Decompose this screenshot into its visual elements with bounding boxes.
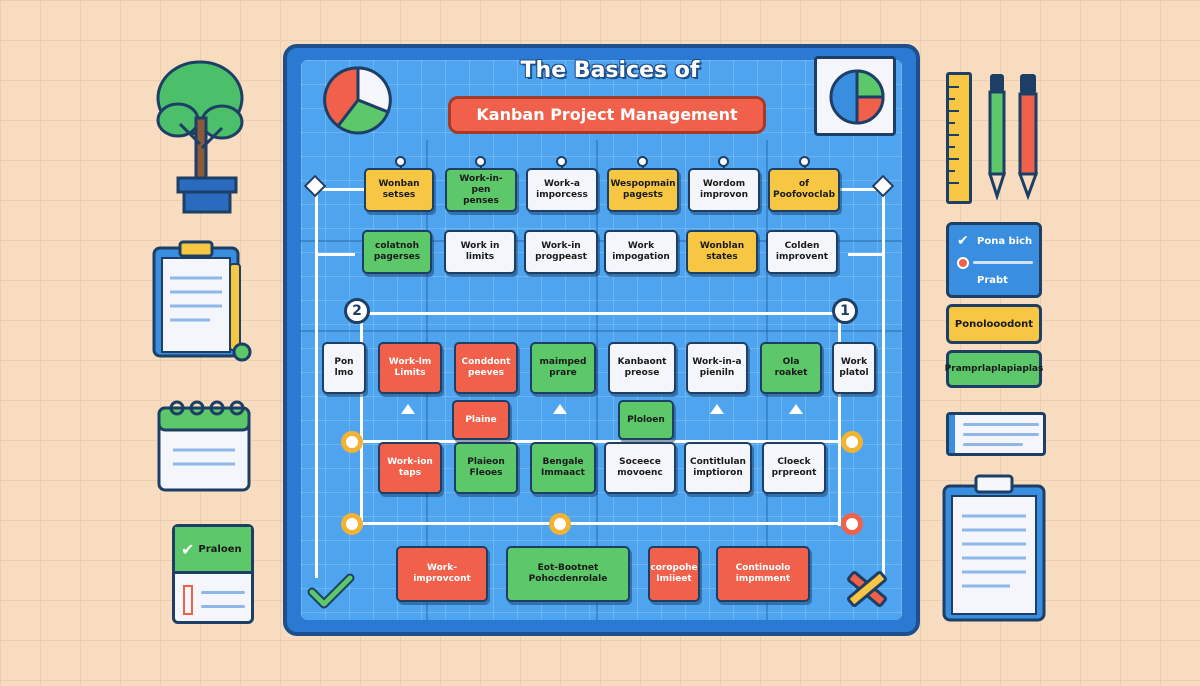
flow-node-icon	[341, 431, 363, 453]
pin-icon	[395, 156, 406, 167]
checklist-header: ✔ Praloen	[175, 527, 251, 574]
clipboard-icon	[150, 238, 260, 370]
kanban-card[interactable]: Work-in-a pieniln	[686, 342, 748, 394]
board-surface	[301, 60, 902, 620]
arrow-up-icon	[401, 404, 415, 414]
kanban-card[interactable]: Contitlulan imptioron	[684, 442, 752, 494]
kanban-card[interactable]: Kanbaont preose	[608, 342, 676, 394]
kanban-card[interactable]: Bengale Immaact	[530, 442, 596, 494]
kanban-card[interactable]: Wonblan states	[686, 230, 758, 274]
kanban-card[interactable]: Work-ion taps	[378, 442, 442, 494]
ruler-icon	[946, 72, 972, 204]
checkbox-icon	[183, 585, 193, 615]
kanban-card[interactable]: Work-a imporcess	[526, 168, 598, 212]
kanban-card[interactable]: Ploloen	[618, 400, 674, 440]
kanban-card[interactable]: Work- improvcont	[396, 546, 488, 602]
kanban-card[interactable]: Work-in-pen penses	[445, 168, 517, 212]
flow-node-icon	[841, 431, 863, 453]
flow-node-icon	[841, 513, 863, 535]
kanban-board	[283, 44, 920, 636]
kanban-card[interactable]: Conddont peeves	[454, 342, 518, 394]
note-strip	[946, 412, 1046, 456]
step-number-1: 1	[832, 298, 858, 324]
board-title: The Basices of	[520, 58, 700, 83]
calendar-icon	[155, 398, 255, 494]
checklist-card: ✔ Praloen	[172, 524, 254, 624]
kanban-card[interactable]: Wonban setses	[364, 168, 434, 212]
flow-node-icon	[341, 513, 363, 535]
board-subtitle-banner: Kanban Project Management	[448, 96, 766, 134]
pin-icon	[475, 156, 486, 167]
pin-icon	[718, 156, 729, 167]
kanban-card[interactable]: of Poofovoclab	[768, 168, 840, 212]
pin-icon	[556, 156, 567, 167]
task-card-yellow: Ponolooodont	[946, 304, 1042, 344]
kanban-card[interactable]: Cloeck prpreont	[762, 442, 826, 494]
kanban-card[interactable]: Ola roaket	[760, 342, 822, 394]
check-icon: ✔	[957, 233, 969, 249]
pie-chart-icon	[320, 62, 396, 138]
pin-icon	[799, 156, 810, 167]
task-card-subtitle: Prabt	[977, 275, 1008, 286]
task-card-label: Ponolooodont	[954, 318, 1034, 330]
step-number-2: 2	[344, 298, 370, 324]
arrow-up-icon	[553, 404, 567, 414]
kanban-card[interactable]: Colden improvent	[766, 230, 838, 274]
kanban-card[interactable]: Eot-Bootnet Pohocdenrolale	[506, 546, 630, 602]
task-card-green: Pramprlaplapiaplas	[944, 350, 1044, 388]
pie-chart-panel-icon	[814, 56, 896, 136]
kanban-card[interactable]: Plaieon Fleoes	[454, 442, 518, 494]
task-card-title: Pona bich	[977, 236, 1033, 247]
red-pen-icon	[1016, 70, 1040, 201]
kanban-card[interactable]: coropohe Imiieet	[648, 546, 700, 602]
task-card-label: Pramprlaplapiaplas	[944, 364, 1044, 374]
kanban-card[interactable]: Wordom improvon	[688, 168, 760, 212]
kanban-card[interactable]: Wespopmain pagests	[607, 168, 679, 212]
kanban-card[interactable]: Work impogation	[604, 230, 678, 274]
kanban-card[interactable]: Pon lmo	[322, 342, 366, 394]
green-pen-icon	[986, 70, 1008, 201]
clipboard-icon	[940, 472, 1050, 624]
kanban-card[interactable]: Work-lm Limits	[378, 342, 442, 394]
kanban-card[interactable]: maimped prare	[530, 342, 596, 394]
pin-icon	[637, 156, 648, 167]
check-icon: ✔	[181, 539, 195, 559]
task-card-blue: ✔ Pona bich Prabt	[946, 222, 1042, 298]
checklist-label: Praloen	[198, 543, 242, 555]
cross-tools-icon	[842, 566, 892, 612]
kanban-card[interactable]: Plaine	[452, 400, 510, 440]
kanban-card[interactable]: Work platol	[832, 342, 876, 394]
potted-tree-icon	[150, 48, 250, 216]
arrow-up-icon	[789, 404, 803, 414]
kanban-card[interactable]: colatnoh pagerses	[362, 230, 432, 274]
kanban-card[interactable]: Work-in progpeast	[524, 230, 598, 274]
alert-dot-icon	[957, 257, 969, 269]
arrow-up-icon	[710, 404, 724, 414]
checkmark-icon	[306, 572, 356, 612]
kanban-card[interactable]: Work in limits	[444, 230, 516, 274]
kanban-card[interactable]: Soceece movoenc	[604, 442, 676, 494]
flow-node-icon	[549, 513, 571, 535]
kanban-card[interactable]: Continuolo impmment	[716, 546, 810, 602]
